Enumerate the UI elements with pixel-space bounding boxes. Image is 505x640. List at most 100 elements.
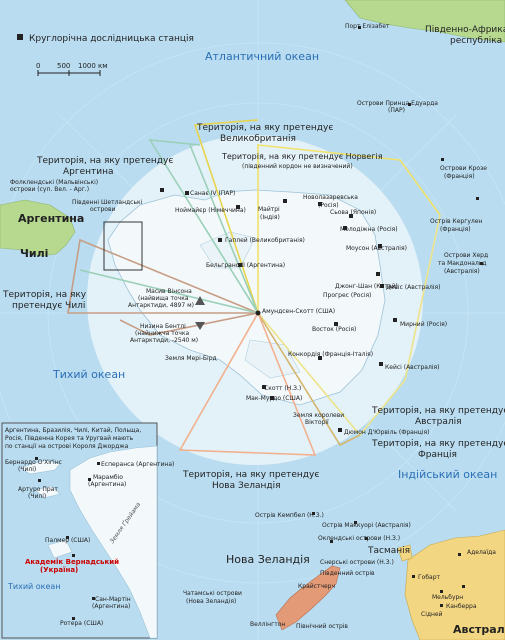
ice-shelf-ross: [244, 339, 301, 379]
south-pole-marker: [255, 310, 261, 316]
scale-tick-0: 0: [36, 62, 40, 70]
claim-line-norway: [257, 144, 441, 313]
label-vostok: Восток (Росія): [312, 326, 356, 333]
label-indian-ocean: Індійський океан: [398, 468, 497, 481]
label-concordia: Конкордія (Франція-Італія): [288, 351, 373, 358]
label-atlantic-ocean: Атлантичний океан: [205, 50, 319, 63]
inset-label-san-martin: Сан-Мартін(Аргентина): [92, 596, 131, 610]
station-marker-belgrano: [238, 263, 242, 267]
label-belgrano: Бельграно II (Аргентина): [206, 262, 285, 269]
label-melbourne: Мельбурн: [432, 594, 463, 601]
scale-tick-500: 500: [57, 62, 70, 70]
label-davis: Девіс (Австралія): [386, 284, 441, 291]
label-hobart: Гобарт: [418, 574, 441, 581]
label-marie-byrd: Земля Мері-Бірд: [165, 355, 217, 362]
label-pacific-ocean: Тихий океан: [52, 368, 125, 381]
station-marker-south-shetland: [160, 188, 164, 192]
station-marker-vostok: [334, 322, 338, 326]
inset-label-esperanza: Есперанса (Аргентина): [101, 461, 174, 468]
station-marker-davis: [380, 284, 384, 288]
inset-label-pacific-ocean: Тихий океан: [7, 582, 61, 591]
label-wellington: Веллінгтон: [250, 621, 285, 628]
label-sanae: Санає IV (ПАР): [190, 190, 235, 197]
label-snares: Снерські острови (Н.З.): [320, 559, 394, 566]
station-marker-sanae: [185, 191, 189, 195]
label-north-island: Північний острів: [296, 623, 348, 630]
label-crozet: Острови Крозе(Франція): [440, 165, 487, 180]
label-molodizhna: Молодіжна (Росія): [340, 226, 398, 233]
label-australia: Австралія: [453, 623, 505, 636]
tasmania-land: [397, 544, 413, 562]
vinson-peak-marker: [195, 296, 205, 305]
station-marker-maitri: [283, 199, 287, 203]
label-canberra: Канберра: [446, 603, 477, 610]
label-kerguelen: Острів Кергулен(Франція): [430, 218, 482, 233]
label-maitri: Майтрі(Індія): [258, 206, 280, 221]
label-falklands: Фолклендські (Мальвінські)острови (суп. …: [10, 179, 98, 193]
south-africa-land: [344, 0, 505, 43]
label-prince-edward: Острови Принца Едуарда(ПАР): [357, 100, 438, 114]
station-marker-halley: [218, 238, 222, 242]
station-marker-dumont: [338, 428, 342, 432]
australia-land: [404, 529, 505, 640]
label-christchurch: Крайстчерч: [298, 583, 335, 590]
inset-antarctic-peninsula: [69, 445, 158, 639]
label-novolazarevska: Новолазаревська(Росія): [303, 194, 358, 209]
label-sydney: Сідней: [421, 611, 443, 618]
label-argentina: Аргентина: [18, 212, 84, 225]
label-auckland: Оклендські острови (Н.З.): [318, 535, 400, 542]
label-chile: Чилі: [20, 247, 48, 260]
station-marker-mcmurdo: [270, 396, 274, 400]
station-marker-mawson: [378, 244, 382, 248]
label-syowa: Сьова (Японія): [330, 209, 376, 216]
legend-station-symbol: [17, 34, 23, 40]
label-dumont: Дюмон Д'Юрвіль (Франція): [344, 429, 430, 436]
label-south-island: Південний острів: [320, 570, 375, 577]
label-neumayer: Ноймайєр (Німеччина): [175, 207, 246, 214]
label-south-africa: Південно-Африканськареспубліка: [425, 25, 505, 46]
label-zhongshan: Джонг-Шан (Китай): [335, 283, 398, 290]
label-port-elizabeth: Порт Елізабет: [345, 23, 390, 30]
label-adelaide: Аделаїда: [467, 549, 496, 556]
station-markers: [160, 188, 397, 432]
territorial-claims: [67, 119, 441, 456]
label-mirny: Мирний (Росія): [400, 321, 447, 328]
claim-line-argentina: [148, 139, 259, 314]
label-mcmurdo: Мак-Мурдо (США): [246, 395, 302, 402]
inset-label-marambio: Марамбіо(Аргентина): [88, 474, 126, 488]
inset-caption: Аргентина, Бразилія, Чилі, Китай, Польща…: [5, 427, 141, 450]
claim-line-new-zealand: [178, 312, 317, 456]
station-marker-mirny: [393, 318, 397, 322]
label-scott: Скотт (Н.З.): [264, 385, 301, 392]
station-marker-scott: [262, 385, 266, 389]
inset-map: Аргентина, Бразилія, Чилі, Китай, Польща…: [1, 422, 174, 639]
south-america-land: [0, 199, 76, 257]
station-marker-casey: [379, 362, 383, 366]
new-zealand-land: [275, 565, 341, 631]
label-mawson: Моусон (Австралія): [346, 245, 407, 252]
label-macquarie: Острів Маккуорі (Австралія): [322, 522, 411, 529]
label-new-zealand: Нова Зеландія: [226, 553, 310, 566]
bentley-low-marker: [195, 322, 205, 330]
inset-label-vernadsky: Академік Вернадський(Україна): [25, 558, 119, 574]
label-campbell: Острів Кемпбел (Н.З.): [255, 512, 324, 519]
claim-line-france: [257, 312, 361, 447]
claim-line-uk: [193, 119, 259, 314]
claim-line-chile: [67, 238, 259, 314]
label-chatham: Чатамські острови(Нова Зеландія): [183, 590, 242, 605]
station-marker-concordia: [318, 356, 322, 360]
inset-label-rothera: Ротера (США): [60, 620, 103, 627]
inset-locator-box: [103, 221, 143, 271]
station-marker-syowa: [349, 214, 353, 218]
label-claim-norway: Територія, на яку претендує Норвегія(пів…: [221, 152, 383, 170]
